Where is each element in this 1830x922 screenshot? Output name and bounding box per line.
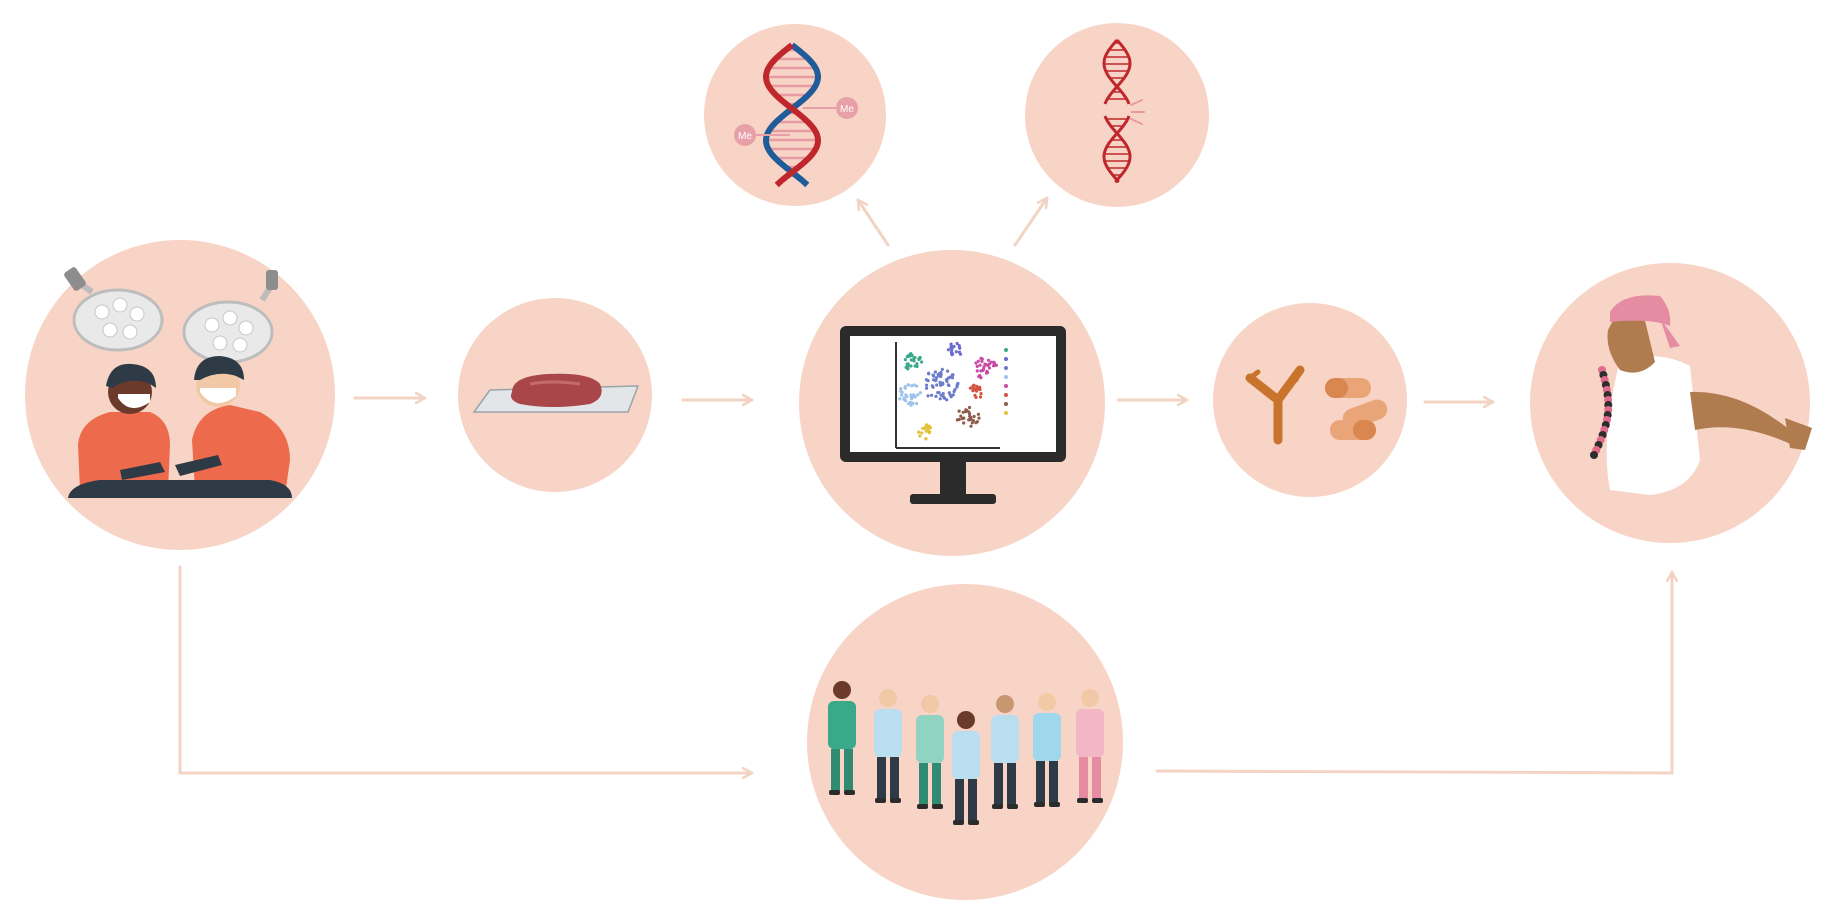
dna-strand-broken [1102, 39, 1132, 183]
antibody-icon [1245, 365, 1305, 445]
methylation-node [704, 24, 886, 206]
cell-clusters [898, 341, 999, 441]
methylation-badge-left [734, 124, 756, 146]
arrows [178, 196, 1672, 775]
surgeons-operating-icon [64, 267, 292, 498]
cluster-legend [1004, 348, 1008, 415]
single-cell-cluster-monitor-icon [840, 326, 1066, 504]
mutation-node [1025, 23, 1209, 207]
broken-dna-icon [1102, 39, 1145, 183]
arrow-surgery-to-team [178, 565, 754, 773]
surgery-node [25, 240, 335, 550]
arrow-team-to-patient [1155, 570, 1672, 775]
tissue-sample-icon [472, 373, 640, 413]
methylation-badge-right [836, 97, 858, 119]
clinical-team-icon [828, 681, 1104, 825]
methylated-dna-icon: Me Me [734, 42, 858, 188]
methylation-label-left: Me [738, 131, 752, 142]
arrow-analysis-to-methylation [856, 198, 890, 247]
recovered-patient-icon [1590, 295, 1812, 495]
methylation-label-right: Me [840, 104, 854, 115]
bead-necklace [1590, 366, 1613, 459]
pills-icon [1325, 378, 1388, 440]
arrow-analysis-to-mutation [1013, 196, 1049, 247]
dna-double-helix [762, 42, 822, 188]
antibody-and-pills-icon [1245, 365, 1388, 445]
therapy-node [1213, 303, 1407, 497]
